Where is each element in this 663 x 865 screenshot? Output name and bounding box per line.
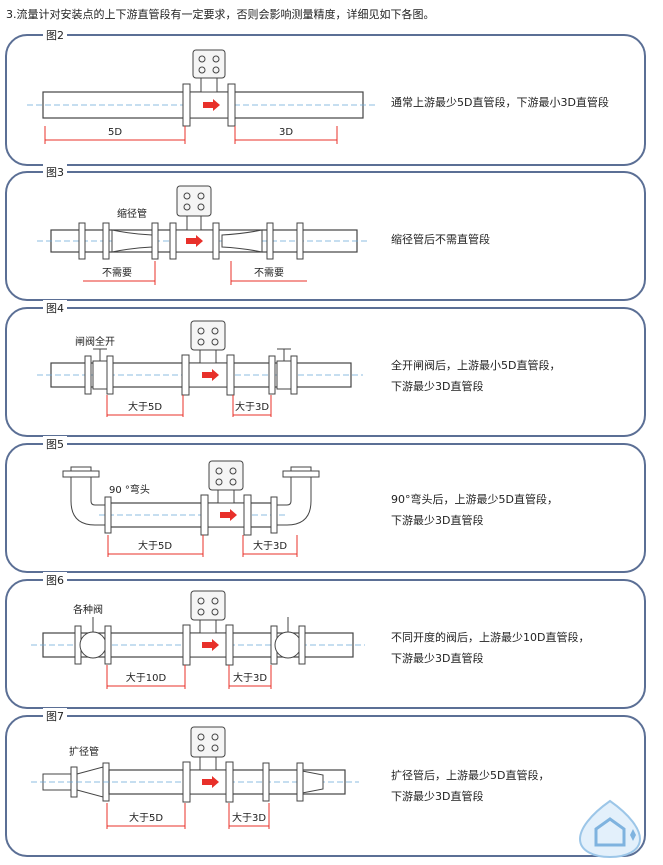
panel-fig2: 图2 5D 3D 通常上游最少5D直管段，下游最小3D直管段	[5, 27, 646, 166]
diagram-fig7: 扩径管 大于5D 大于3D	[31, 726, 359, 829]
panel-description: 不同开度的阀后，上游最少10D直管段， 下游最少3D直管段	[391, 627, 589, 669]
upstream-label: 5D	[108, 127, 122, 138]
gate-valve	[92, 360, 108, 390]
fitting-label: 扩径管	[69, 745, 99, 758]
desc-line: 下游最少3D直管段	[391, 790, 484, 803]
fitting-label: 90 °弯头	[109, 483, 150, 496]
transmitter-head	[192, 49, 226, 79]
desc-line: 通常上游最少5D直管段，下游最小3D直管段	[391, 96, 609, 109]
fitting-label: 缩径管	[117, 207, 147, 220]
panel-title: 图4	[43, 300, 67, 316]
upstream-label: 大于5D	[128, 400, 162, 413]
panel-title: 图7	[43, 708, 67, 724]
downstream-label: 大于3D	[232, 811, 266, 824]
diagram-fig6: 各种阀 大于10D 大于3D	[31, 590, 365, 689]
panel-description: 通常上游最少5D直管段，下游最小3D直管段	[391, 92, 609, 113]
upstream-label: 大于5D	[129, 811, 163, 824]
desc-line: 扩径管后，上游最少5D直管段，	[391, 769, 550, 782]
upstream-label: 大于10D	[126, 671, 167, 684]
diagram-fig5: 90 °弯头 大于5D 大于3D	[62, 460, 320, 557]
desc-line: 缩径管后不需直管段	[391, 233, 490, 246]
panel-description: 扩径管后，上游最少5D直管段， 下游最少3D直管段	[391, 765, 549, 807]
panel-description: 全开闸阀后，上游最小5D直管段， 下游最少3D直管段	[391, 355, 560, 397]
downstream-label: 大于3D	[233, 671, 267, 684]
panel-fig6: 图6 各种阀 大于10D 大于3D 不同开度的阀后，上游最少10D直管段， 下游…	[5, 572, 646, 709]
transmitter-head	[190, 590, 226, 621]
panel-fig5: 图5 90 °弯头 大于5D 大于3D 90°弯头后，上游最少5D直管段， 下游…	[5, 436, 646, 573]
panel-fig4: 图4 闸阀全开 大于5D 大于3D 全开闸阀后，上游最小5D直管段， 下	[5, 300, 646, 437]
transmitter-head	[190, 320, 226, 351]
flange	[227, 83, 236, 127]
fitting-label: 各种阀	[73, 603, 103, 616]
expander	[221, 229, 263, 253]
diagram-fig4: 闸阀全开 大于5D 大于3D	[37, 320, 363, 417]
transmitter-head	[190, 726, 226, 758]
flow-arrow	[202, 776, 219, 788]
watermark-logo-icon	[578, 799, 642, 859]
panel-fig7: 图7 扩径管 大于5D 大于3D 扩径管后，上游最少5D直管段， 下游最少3D直…	[5, 708, 646, 857]
desc-line: 下游最少3D直管段	[391, 380, 484, 393]
meter-neck	[186, 215, 202, 231]
diagram-fig2: 5D 3D	[27, 49, 377, 144]
transmitter-head	[208, 460, 244, 491]
panel-title: 图2	[43, 27, 67, 43]
flow-arrow	[202, 639, 219, 651]
desc-line: 下游最少3D直管段	[391, 652, 484, 665]
desc-line: 下游最少3D直管段	[391, 514, 484, 527]
flow-arrow	[186, 235, 203, 247]
panel-title: 图3	[43, 164, 67, 180]
flow-arrow	[220, 509, 237, 521]
small-pipe	[42, 773, 72, 791]
panel-description: 90°弯头后，上游最少5D直管段， 下游最少3D直管段	[391, 489, 558, 531]
downstream-label: 3D	[279, 127, 293, 138]
diagram-fig3: 缩径管 不需要 不需要	[37, 185, 369, 285]
upstream-label: 不需要	[102, 267, 132, 279]
downstream-label: 大于3D	[253, 539, 287, 552]
desc-line: 不同开度的阀后，上游最少10D直管段，	[391, 631, 590, 644]
panel-fig3: 图3 缩径管 不需要 不需要 缩径管后不需直管段	[5, 164, 646, 301]
meter-neck	[217, 489, 235, 504]
fitting-label: 闸阀全开	[75, 335, 115, 348]
valve	[79, 631, 107, 659]
downstream-label: 大于3D	[235, 400, 269, 413]
desc-line: 全开闸阀后，上游最小5D直管段，	[391, 359, 561, 372]
transmitter-head	[176, 185, 212, 217]
desc-line: 90°弯头后，上游最少5D直管段，	[391, 493, 558, 506]
meter-neck	[200, 77, 218, 93]
upstream-label: 大于5D	[138, 539, 172, 552]
panel-title: 图6	[43, 572, 67, 588]
meter-neck	[199, 619, 217, 634]
intro-text: 3.流量计对安装点的上下游直管段有一定要求，否则会影响测量精度，详细见如下各图。	[6, 8, 435, 21]
meter-neck	[199, 349, 217, 364]
flow-arrow	[203, 99, 220, 111]
flow-arrow	[202, 369, 219, 381]
panel-title: 图5	[43, 436, 67, 452]
meter-neck	[199, 756, 217, 771]
flange	[182, 83, 191, 127]
panel-description: 缩径管后不需直管段	[391, 229, 490, 250]
downstream-label: 不需要	[254, 267, 284, 279]
